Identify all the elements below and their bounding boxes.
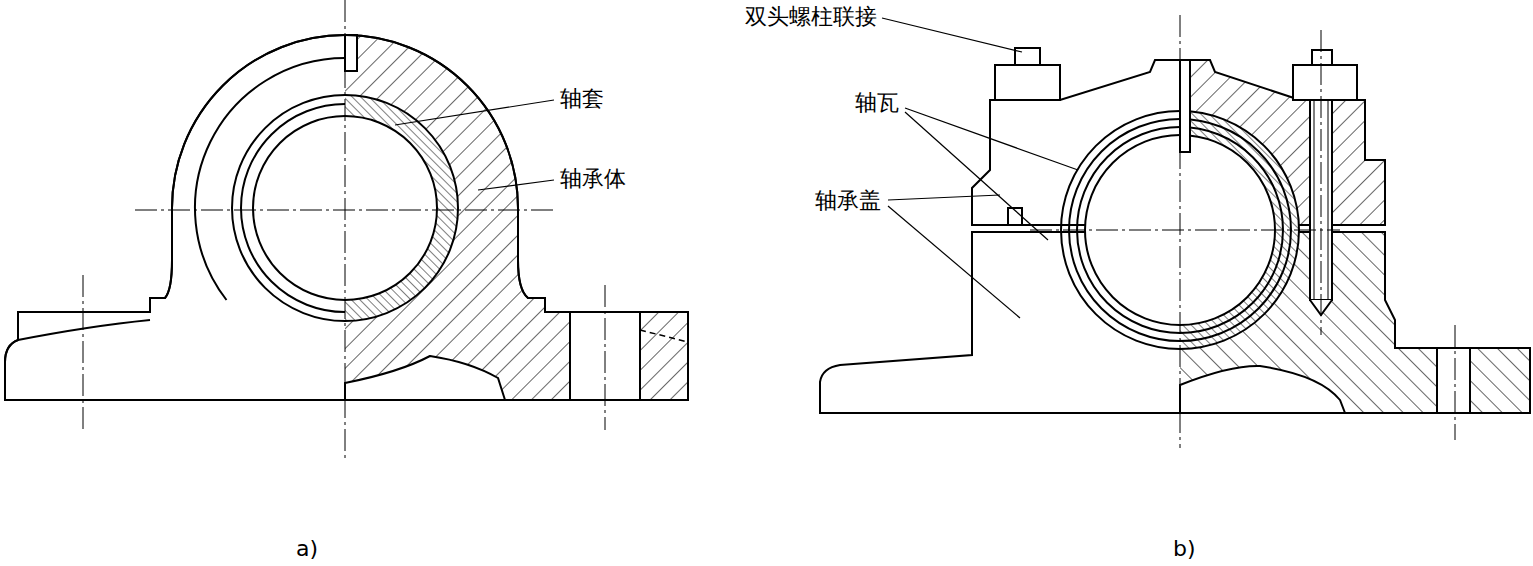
part-label: 轴承体 (560, 166, 626, 192)
part-label: 轴承盖 (815, 188, 881, 214)
center-lines-a (83, 0, 605, 462)
bearing-a (5, 35, 688, 400)
center-lines-b (1030, 15, 1455, 448)
bearing-b (820, 48, 1530, 413)
label-anchor: 轴套 (560, 86, 604, 112)
part-label: a) (296, 536, 318, 562)
part-label: 双头螺柱联接 (745, 4, 877, 30)
label-anchor: 轴承盖 (815, 188, 881, 214)
label-anchor: a) (296, 536, 318, 562)
part-label: b) (1173, 536, 1196, 562)
part-label: 轴瓦 (855, 90, 899, 116)
label-anchor: 双头螺柱联接 (745, 4, 877, 30)
label-anchor: 轴承体 (560, 166, 626, 192)
part-label: 轴套 (560, 86, 604, 112)
label-anchor: 轴瓦 (855, 90, 899, 116)
leader-lines (395, 18, 1078, 318)
label-anchor: b) (1173, 536, 1196, 562)
